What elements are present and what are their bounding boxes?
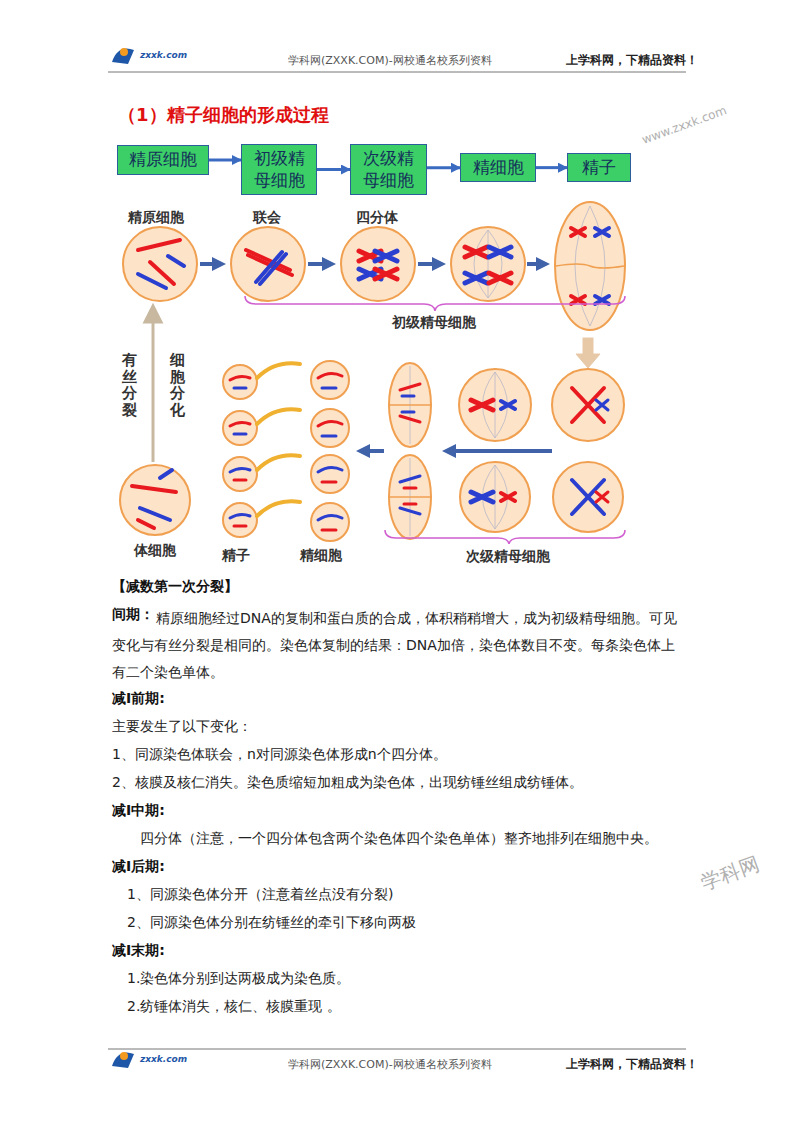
body-text: 精原细胞经过DNA的复制和蛋白质的合成，体积稍稍增大，成为初级精母细胞。可见变化… xyxy=(112,605,686,686)
header-slogan: 上学科网，下精品资料！ xyxy=(566,53,698,69)
stage-label: 精细胞 xyxy=(300,546,342,564)
section-heading: 【减数第一次分裂】 xyxy=(112,577,238,595)
process-box: 初级精母细胞 xyxy=(241,144,317,195)
process-box: 精原细胞 xyxy=(117,145,209,175)
stage-label: 精子 xyxy=(222,546,250,564)
sperm-tail xyxy=(257,363,300,516)
mitosis-arrow xyxy=(145,306,161,462)
stage-label: 四分体 xyxy=(356,208,398,226)
page-title: （1）精子细胞的形成过程 xyxy=(118,103,329,126)
stage-label: 次级精母细胞 xyxy=(466,547,550,565)
spindle-fibres xyxy=(410,206,605,536)
phase-heading: 间期： xyxy=(112,605,154,623)
box-text: 精子 xyxy=(582,157,616,178)
process-box: 精细胞 xyxy=(460,153,536,182)
big-arrow xyxy=(576,338,600,368)
box-text: 精细胞 xyxy=(473,157,524,178)
process-arrow xyxy=(200,264,552,451)
header-text: 学科网(ZXXK.COM)-网校通名校系列资料 xyxy=(288,54,492,68)
stage-label: 精原细胞 xyxy=(128,208,184,226)
body-text: 2.纺锤体消失，核仁、核膜重现 。 xyxy=(127,997,341,1015)
process-box: 次级精母细胞 xyxy=(350,144,427,195)
body-text: 2、同源染色体分别在纺锤丝的牵引下移向两极 xyxy=(127,913,416,931)
body-text: 2、核膜及核仁消失。染色质缩短加粗成为染色体，出现纺锤丝组成纺锤体。 xyxy=(112,773,583,791)
flow-arrow xyxy=(427,166,460,169)
footer-slogan: 上学科网，下精品资料！ xyxy=(566,1057,698,1073)
process-label: 有丝分裂 xyxy=(122,352,137,418)
footer-text: 学科网(ZXXK.COM)-网校通名校系列资料 xyxy=(288,1058,492,1072)
logo-text: zxxk.com xyxy=(140,1054,187,1066)
phase-heading: 减Ⅰ前期: xyxy=(112,689,165,707)
box-text: 精原细胞 xyxy=(129,149,197,170)
phase-heading: 减Ⅰ后期: xyxy=(112,857,165,875)
stage-label: 初级精母细胞 xyxy=(392,313,476,331)
cleavage xyxy=(390,264,624,497)
body-text: 1、同源染色体分开（注意着丝点没有分裂) xyxy=(127,885,393,903)
flow-arrow xyxy=(317,168,350,171)
chromosomes xyxy=(132,240,608,530)
body-text: 1、同源染色体联会，n对同源染色体形成n个四分体。 xyxy=(112,745,447,763)
body-text: 四分体（注意，一个四分体包含两个染色体四个染色单体）整齐地排列在细胞中央。 xyxy=(140,829,658,847)
phase-heading: 减Ⅰ中期: xyxy=(112,801,165,819)
process-label: 细胞分化 xyxy=(170,352,185,418)
flow-arrow xyxy=(536,166,567,169)
logo-text: zxxk.com xyxy=(140,50,187,62)
phase-heading: 减Ⅰ末期: xyxy=(112,941,165,959)
watermark: www.zxxk.com xyxy=(640,103,729,148)
header-rule xyxy=(108,48,686,1068)
cells xyxy=(120,202,625,541)
process-box: 精子 xyxy=(567,153,631,182)
flow-arrow xyxy=(209,159,241,162)
body-text: 主要发生了以下变化： xyxy=(112,717,252,735)
stage-label: 体细胞 xyxy=(134,541,176,559)
box-text: 次级精母细胞 xyxy=(357,148,420,191)
box-text: 初级精母细胞 xyxy=(248,148,310,191)
bracket xyxy=(245,296,625,544)
watermark: 学科网 xyxy=(697,851,762,896)
body-text: 1.染色体分别到达两极成为染色质。 xyxy=(127,969,350,987)
stage-label: 联会 xyxy=(253,208,281,226)
